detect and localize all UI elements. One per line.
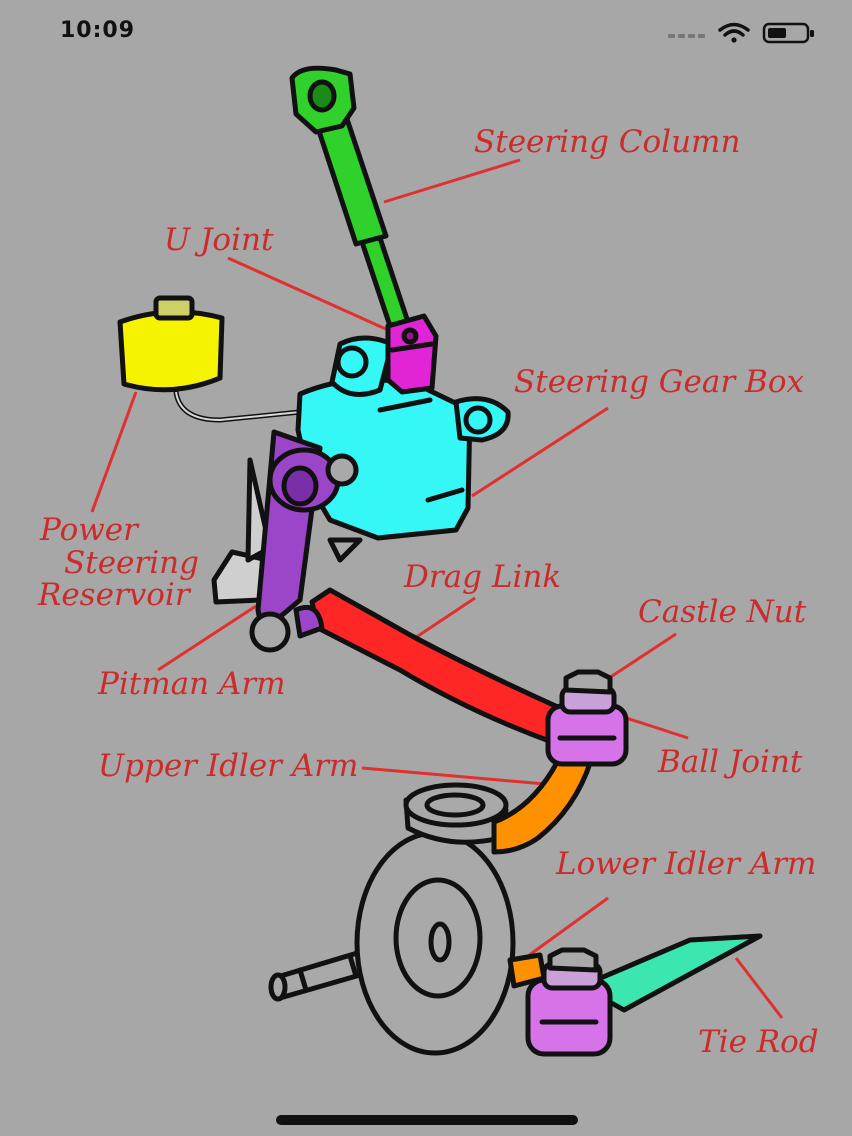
label-power-steering-line-2: Steering bbox=[64, 545, 199, 581]
leader-drag-link bbox=[411, 596, 476, 642]
ball-joint-upper bbox=[545, 669, 629, 767]
idler-bracket bbox=[403, 782, 509, 845]
label-pitman-arm: Pitman Arm bbox=[97, 666, 286, 702]
label-drag-link: Drag Link bbox=[403, 559, 561, 595]
label-u-joint: U Joint bbox=[164, 222, 274, 258]
home-indicator[interactable] bbox=[276, 1115, 578, 1125]
leader-ball-joint bbox=[619, 714, 689, 740]
label-power-steering-line-3: Reservoir bbox=[37, 577, 192, 613]
cellular-signal-icon bbox=[668, 34, 705, 38]
leader-steering-column bbox=[383, 158, 521, 204]
wheel-hub bbox=[268, 830, 516, 1056]
label-ball-joint: Ball Joint bbox=[657, 744, 803, 780]
label-steering-column: Steering Column bbox=[474, 124, 740, 160]
label-castle-nut: Castle Nut bbox=[638, 594, 807, 630]
leader-power-steering-reservoir bbox=[90, 391, 138, 513]
label-upper-idler-arm: Upper Idler Arm bbox=[98, 748, 358, 784]
leader-upper-idler-arm bbox=[361, 766, 546, 786]
label-steering-gear-box: Steering Gear Box bbox=[514, 364, 804, 400]
pitman-arm bbox=[249, 429, 359, 653]
leader-castle-nut bbox=[605, 632, 677, 682]
labels: Steering Column U Joint Steering Gear Bo… bbox=[37, 124, 819, 1060]
leader-steering-gear-box bbox=[471, 406, 609, 498]
steering-gear-box bbox=[295, 335, 511, 541]
leader-pitman-arm bbox=[157, 604, 257, 672]
drag-link bbox=[309, 587, 563, 745]
leader-u-joint bbox=[227, 256, 389, 332]
tie-rod bbox=[593, 933, 763, 1013]
power-steering-reservoir bbox=[117, 295, 303, 423]
label-power-steering-line-1: Power bbox=[39, 512, 140, 548]
u-joint bbox=[385, 313, 439, 395]
label-tie-rod: Tie Rod bbox=[698, 1024, 819, 1060]
status-time: 10:09 bbox=[60, 18, 136, 43]
leader-lines bbox=[90, 158, 784, 1019]
battery-icon bbox=[762, 22, 814, 44]
status-icons bbox=[668, 20, 818, 50]
leader-lower-idler-arm bbox=[527, 896, 609, 958]
wifi-icon bbox=[718, 22, 750, 43]
ball-joint-lower bbox=[525, 947, 613, 1057]
leader-tie-rod bbox=[734, 957, 784, 1019]
label-lower-idler-arm: Lower Idler Arm bbox=[555, 846, 816, 882]
steering-column bbox=[289, 65, 411, 329]
